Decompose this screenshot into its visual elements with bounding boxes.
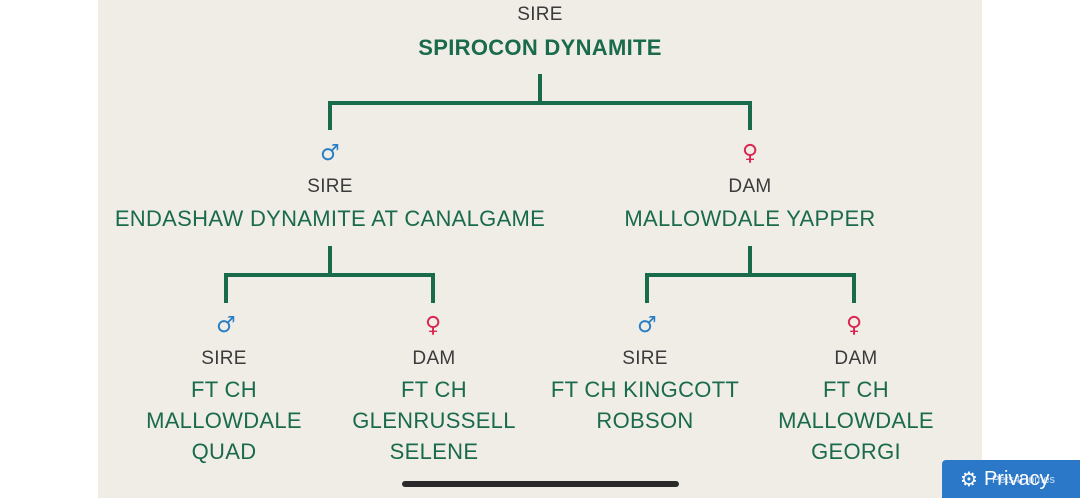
dam-sire-role: SIRE (622, 348, 668, 369)
dam-role: DAM (728, 176, 772, 197)
sire-sire-name-line: FT CH (191, 377, 257, 402)
root-name: SPIROCON DYNAMITE (418, 32, 661, 63)
privacy-button[interactable]: ⚙ Privacy Pets4Homes (942, 460, 1080, 498)
dam-node: DAM MALLOWDALE YAPPER (624, 176, 875, 234)
sire-dam-name-line: SELENE (389, 439, 479, 464)
sire-dam-name-line: GLENRUSSELL (352, 408, 516, 433)
root-node: SIRE SPIROCON DYNAMITE (418, 4, 661, 63)
dam-dam-name-line: MALLOWDALE (778, 408, 934, 433)
dam-sire-name: FT CH KINGCOTT ROBSON (551, 374, 739, 436)
dam-sire-name-line: ROBSON (596, 408, 694, 433)
sire-dam-role: DAM (412, 348, 456, 369)
male-symbol-icon: ♂ (637, 313, 657, 338)
dam-sire-name-line: FT CH KINGCOTT (550, 377, 740, 402)
sire-sire-node: SIRE FT CH MALLOWDALE QUAD (146, 348, 302, 467)
dam-dam-node: DAM FT CH MALLOWDALE GEORGI (778, 348, 934, 467)
sire-sire-role: SIRE (201, 348, 247, 369)
sire-node: SIRE ENDASHAW DYNAMITE AT CANALGAME (115, 176, 545, 234)
dam-dam-role: DAM (834, 348, 878, 369)
privacy-label: Privacy (983, 467, 1050, 490)
sire-sire-name-line: QUAD (191, 439, 257, 464)
sire-role: SIRE (307, 176, 353, 197)
male-symbol-icon: ♂ (216, 313, 236, 338)
dam-dam-name-line: FT CH (823, 377, 889, 402)
home-indicator[interactable] (402, 481, 679, 487)
female-symbol-icon: ♀ (424, 313, 442, 338)
dam-name: MALLOWDALE YAPPER (624, 203, 875, 234)
sire-name-line: ENDASHAW DYNAMITE AT CANALGAME (114, 206, 546, 231)
root-role: SIRE (517, 4, 563, 25)
sire-dam-name-line: FT CH (401, 377, 467, 402)
female-symbol-icon: ♀ (741, 141, 759, 166)
sire-sire-name: FT CH MALLOWDALE QUAD (146, 374, 302, 467)
sire-dam-node: DAM FT CH GLENRUSSELL SELENE (352, 348, 515, 467)
brand-watermark: Pets4Homes (992, 474, 1055, 486)
gear-icon: ⚙ (960, 467, 978, 491)
female-symbol-icon: ♀ (845, 313, 863, 338)
sire-sire-name-line: MALLOWDALE (146, 408, 302, 433)
sire-dam-name: FT CH GLENRUSSELL SELENE (352, 374, 515, 467)
root-name-line: SPIROCON DYNAMITE (418, 35, 662, 60)
dam-dam-name: FT CH MALLOWDALE GEORGI (778, 374, 934, 467)
dam-name-line: MALLOWDALE YAPPER (624, 206, 876, 231)
dam-dam-name-line: GEORGI (811, 439, 901, 464)
sire-name: ENDASHAW DYNAMITE AT CANALGAME (115, 203, 545, 234)
dam-sire-node: SIRE FT CH KINGCOTT ROBSON (551, 348, 739, 436)
male-symbol-icon: ♂ (320, 141, 340, 166)
